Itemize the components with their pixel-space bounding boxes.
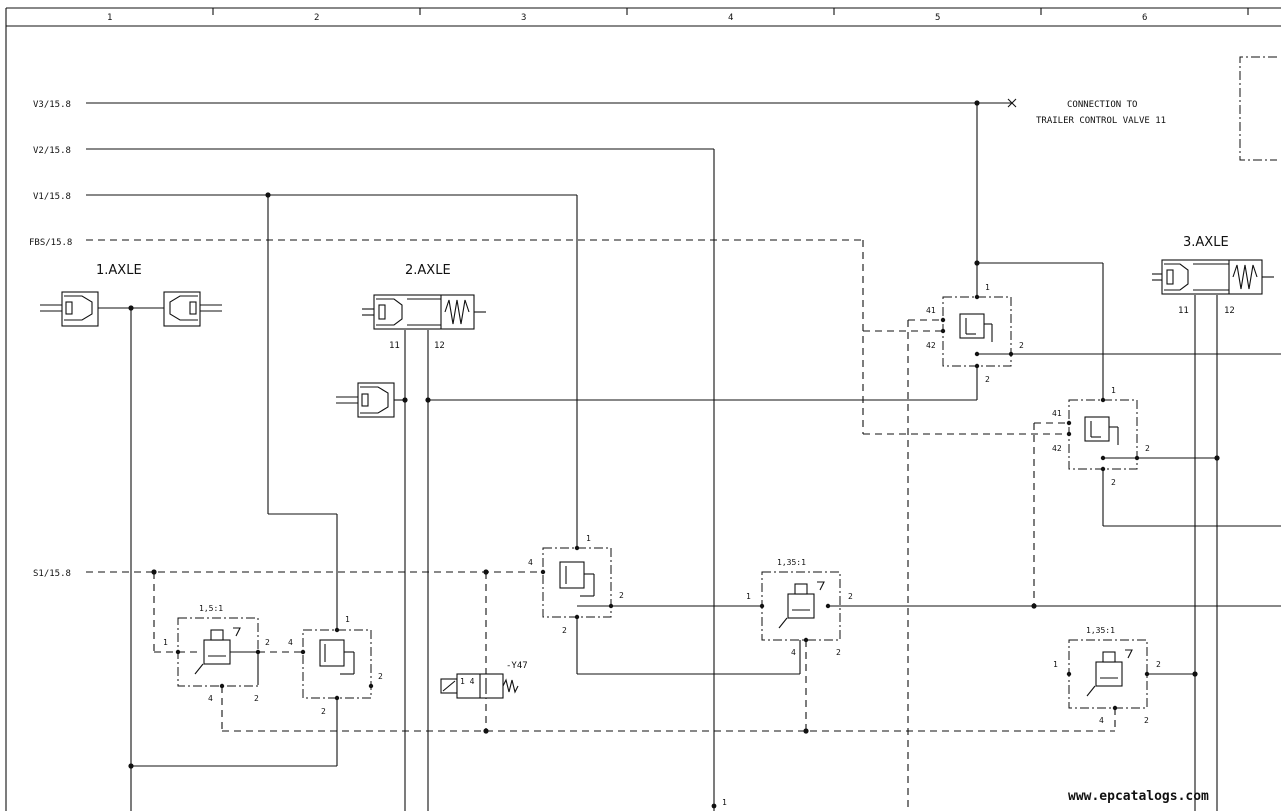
axle-3-label: 3.AXLE bbox=[1183, 235, 1229, 250]
ratio-center-port-4: 4 bbox=[791, 648, 796, 657]
axle3-port-11: 11 bbox=[1178, 306, 1189, 316]
ratio-right-port-1: 1 bbox=[1053, 660, 1058, 669]
bottom-port-1: 1 bbox=[722, 798, 727, 807]
ratio-right-port-2: 2 bbox=[1156, 660, 1161, 669]
ratio-left-port-2b: 2 bbox=[254, 694, 259, 703]
grid-col-4: 4 bbox=[728, 13, 733, 23]
relay-top-port-2: 2 bbox=[1019, 341, 1024, 350]
grid-col-5: 5 bbox=[935, 13, 940, 23]
spring-brake-cylinder-axle3 bbox=[1152, 259, 1274, 295]
ratio-right-port-4: 4 bbox=[1099, 716, 1104, 725]
ratio-left-value: 1,5:1 bbox=[199, 604, 223, 613]
relay-mid-port-2: 2 bbox=[1145, 444, 1150, 453]
ratio-valve-left: 1,5:1 1 2 4 2 bbox=[163, 604, 270, 703]
relay-valve-mid: 1 41 42 2 2 bbox=[1052, 386, 1150, 487]
solenoid-valve-y47: -Y47 1 4 bbox=[440, 661, 528, 699]
relay-mid-port-42: 42 bbox=[1052, 444, 1062, 453]
relay-mid-port-1: 1 bbox=[1111, 386, 1116, 395]
axle-1-label: 1.AXLE bbox=[96, 263, 142, 278]
supply-lines bbox=[86, 98, 1281, 811]
signal-v3-label: V3/15.8 bbox=[33, 100, 71, 110]
relay-top-port-42: 42 bbox=[926, 341, 936, 350]
axle3-port-12: 12 bbox=[1224, 306, 1235, 316]
ratio-center-port-1: 1 bbox=[746, 592, 751, 601]
switch-center-port-2b: 2 bbox=[562, 626, 567, 635]
connection-note-line1: CONNECTION TO bbox=[1067, 100, 1137, 110]
switch-left-port-4: 4 bbox=[288, 638, 293, 647]
grid-col-2: 2 bbox=[314, 13, 319, 23]
ratio-valve-right: 1,35:1 1 2 4 2 bbox=[1053, 626, 1161, 725]
ratio-right-port-2b: 2 bbox=[1144, 716, 1149, 725]
connection-note: CONNECTION TO TRAILER CONTROL VALVE 11 bbox=[1036, 56, 1277, 161]
grid-col-1: 1 bbox=[107, 13, 112, 23]
relay-valve-top: 1 41 42 2 2 bbox=[926, 283, 1024, 384]
ratio-center-port-2b: 2 bbox=[836, 648, 841, 657]
grid-col-3: 3 bbox=[521, 13, 526, 23]
relay-mid-port-2b: 2 bbox=[1111, 478, 1116, 487]
axle-2-label: 2.AXLE bbox=[405, 263, 451, 278]
brake-chamber-axle2-secondary bbox=[336, 382, 395, 418]
ratio-left-port-1: 1 bbox=[163, 638, 168, 647]
ratio-left-port-4: 4 bbox=[208, 694, 213, 703]
axle2-port-12: 12 bbox=[434, 341, 445, 351]
ratio-valve-center: 1,35:1 1 2 4 2 bbox=[746, 558, 853, 657]
ratio-center-value: 1,35:1 bbox=[777, 558, 806, 567]
junction-dots bbox=[128, 100, 1220, 769]
switch-valve-left: 1 4 2 2 bbox=[288, 615, 383, 716]
grid-col-6: 6 bbox=[1142, 13, 1147, 23]
signal-s1-label: S1/15.8 bbox=[33, 569, 71, 579]
switch-valve-center: 1 4 2 2 bbox=[528, 534, 624, 635]
signal-v2-label: V2/15.8 bbox=[33, 146, 71, 156]
brake-chamber-axle1-right bbox=[163, 291, 222, 327]
grid-header: 1 2 3 4 5 6 bbox=[5, 7, 1281, 811]
brake-chamber-axle1-left bbox=[40, 291, 99, 327]
switch-center-port-1: 1 bbox=[586, 534, 591, 543]
switch-left-port-2: 2 bbox=[378, 672, 383, 681]
watermark: www.epcatalogs.com bbox=[1068, 789, 1209, 804]
ratio-center-port-2: 2 bbox=[848, 592, 853, 601]
switch-center-port-2: 2 bbox=[619, 591, 624, 600]
connection-note-line2: TRAILER CONTROL VALVE 11 bbox=[1036, 116, 1166, 126]
relay-top-port-1: 1 bbox=[985, 283, 990, 292]
signal-v1-label: V1/15.8 bbox=[33, 192, 71, 202]
relay-top-port-41: 41 bbox=[926, 306, 936, 315]
signal-fbs-label: FBS/15.8 bbox=[29, 238, 72, 248]
spring-brake-cylinder-axle2 bbox=[362, 294, 486, 330]
relay-mid-port-41: 41 bbox=[1052, 409, 1062, 418]
switch-center-port-4: 4 bbox=[528, 558, 533, 567]
solenoid-label: -Y47 bbox=[506, 661, 528, 671]
relay-top-port-2b: 2 bbox=[985, 375, 990, 384]
solenoid-ports: 1 4 bbox=[460, 677, 475, 686]
switch-left-port-1: 1 bbox=[345, 615, 350, 624]
switch-left-port-2b: 2 bbox=[321, 707, 326, 716]
control-lines bbox=[86, 239, 1116, 811]
ratio-left-port-2: 2 bbox=[265, 638, 270, 647]
axle2-port-11: 11 bbox=[389, 341, 400, 351]
signal-labels: V3/15.8 V2/15.8 V1/15.8 FBS/15.8 S1/15.8 bbox=[29, 100, 72, 579]
ratio-right-value: 1,35:1 bbox=[1086, 626, 1115, 635]
